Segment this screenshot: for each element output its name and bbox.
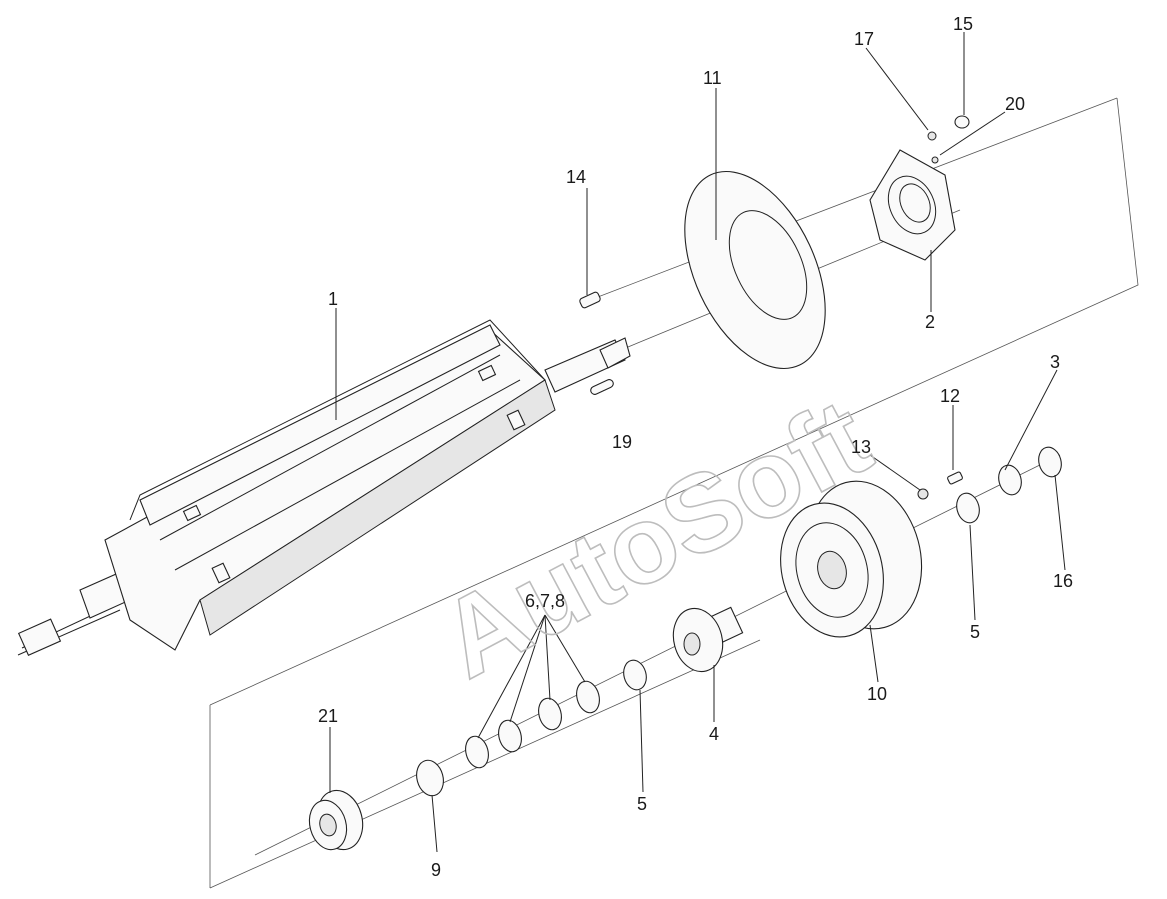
part-21-bearing — [308, 789, 364, 851]
part-2-bearing-housing — [869, 149, 956, 261]
label-3: 3 — [1050, 352, 1060, 372]
label-13: 13 — [851, 437, 871, 457]
part-11-disc — [684, 170, 826, 370]
label-16: 16 — [1053, 571, 1073, 591]
part-14-bolt — [579, 291, 601, 309]
label-14: 14 — [566, 167, 586, 187]
label-19: 19 — [612, 432, 632, 452]
rings-and-spacers — [416, 446, 1062, 797]
label-1: 1 — [328, 289, 338, 309]
part-number-labels: 1 2 3 4 5 5 6,7,8 9 10 11 12 13 14 15 16… — [318, 14, 1073, 880]
label-10: 10 — [867, 684, 887, 704]
label-5-right: 5 — [970, 622, 980, 642]
label-21: 21 — [318, 706, 338, 726]
label-9: 9 — [431, 860, 441, 880]
part-1-main-frame — [17, 319, 631, 657]
label-15: 15 — [953, 14, 973, 34]
label-12: 12 — [940, 386, 960, 406]
leader-lines — [329, 32, 1066, 853]
label-20: 20 — [1005, 94, 1025, 114]
label-2: 2 — [925, 312, 935, 332]
part-10-pulley — [780, 480, 923, 638]
label-17: 17 — [854, 29, 874, 49]
part-4-hub — [672, 606, 744, 673]
label-5-lower: 5 — [637, 794, 647, 814]
label-6-7-8: 6,7,8 — [525, 591, 565, 611]
label-11: 11 — [703, 68, 722, 88]
label-4: 4 — [709, 724, 719, 744]
hardware-15-17-20 — [927, 115, 970, 164]
